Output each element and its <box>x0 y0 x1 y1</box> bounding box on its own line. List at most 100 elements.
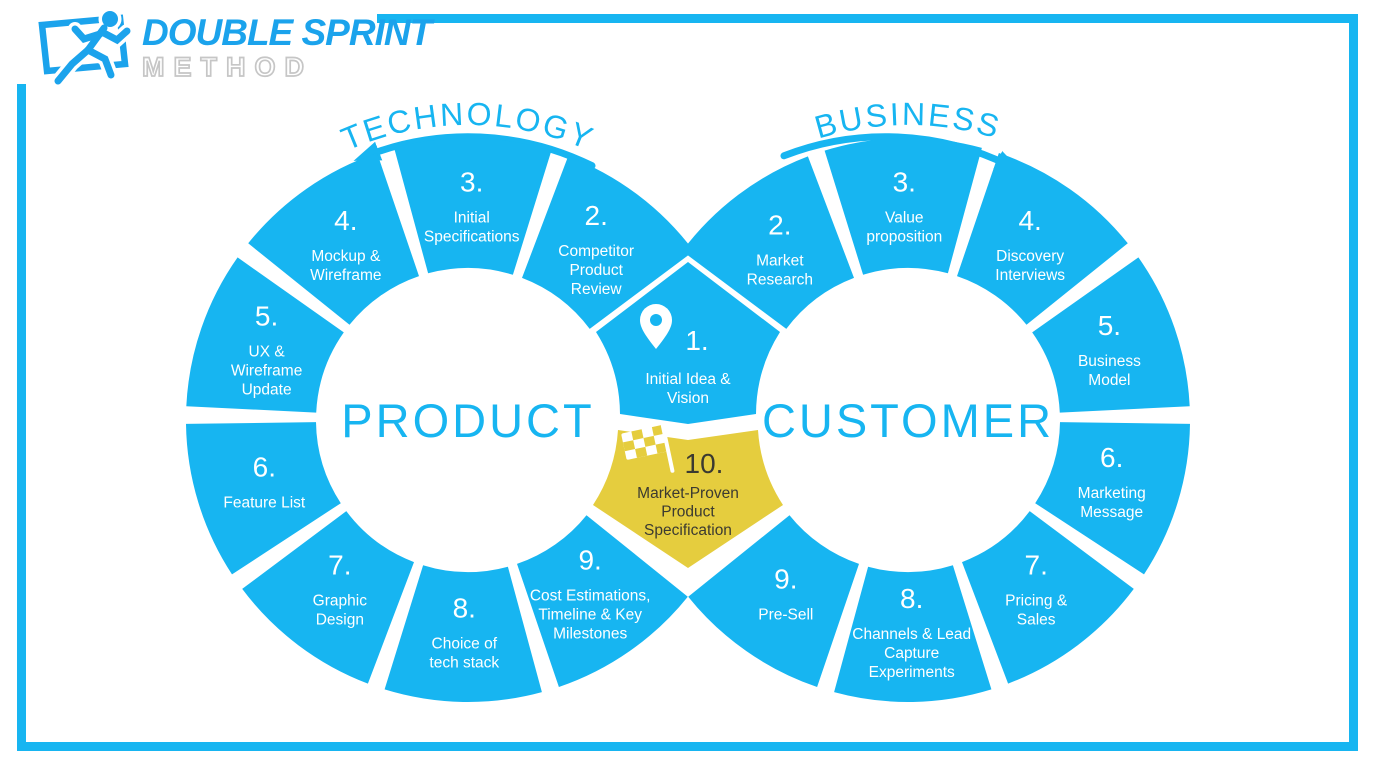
customer-loop-segment-5-number: 5. <box>1098 310 1121 341</box>
center-segment-1-label-line: Initial Idea & <box>645 371 731 388</box>
logo-title: DOUBLE SPRINT <box>142 12 432 53</box>
center-segment-10-label-line: Market-Proven <box>637 485 739 502</box>
runner-icon <box>51 7 134 88</box>
center-segment-10 <box>593 430 783 568</box>
customer-loop-segment-2-label-line: Market <box>756 252 804 269</box>
screen-icon <box>38 14 129 75</box>
product-loop-segment-2-label-line: Competitor <box>558 243 634 260</box>
map-pin-icon <box>640 304 672 349</box>
flag-pole <box>660 423 675 473</box>
product-loop-segment-3 <box>394 138 552 275</box>
frame-border-top <box>377 14 1358 23</box>
customer-loop-segment-4 <box>957 153 1128 325</box>
product-loop-segment-2-number: 2. <box>585 200 608 231</box>
flag-check <box>631 429 644 441</box>
product-loop-segment-6-label-line: Feature List <box>223 494 306 511</box>
customer-loop-segment-7 <box>962 511 1134 684</box>
product-loop-segment-3-number: 3. <box>460 167 483 198</box>
product-loop-segment-4-label-line: Mockup & <box>311 248 381 265</box>
customer-loop-segment-8 <box>834 565 992 702</box>
product-loop-segment-7-label-line: Design <box>316 612 364 629</box>
customer-loop-segment-3-label-line: Value <box>885 210 924 227</box>
customer-loop-segment-6 <box>1035 422 1190 575</box>
customer-loop-segment-7-label-line: Pricing & <box>1005 593 1068 610</box>
flag-check <box>655 442 668 454</box>
product-loop-segment-7 <box>242 511 414 684</box>
center-segment-1-number: 1. <box>685 325 708 356</box>
product-loop-segment-8-number: 8. <box>453 592 476 623</box>
product-loop-segment-2-label-line: Product <box>569 262 623 279</box>
logo-text: DOUBLE SPRINT METHOD <box>141 4 432 82</box>
product-loop-segment-5-label-line: Wireframe <box>231 363 302 380</box>
customer-loop-segment-8-label-line: Experiments <box>869 664 955 681</box>
customer-loop-segment-3-number: 3. <box>893 167 916 198</box>
clockwise-arrow-icon <box>780 133 1022 172</box>
customer-loop-segment-6-label-line: Marketing <box>1078 485 1146 502</box>
logo-subtitle: METHOD <box>141 52 313 82</box>
product-loop-segment-5 <box>186 257 344 413</box>
customer-loop-segment-9 <box>688 515 859 687</box>
customer-center-label: CUSTOMER <box>762 394 1054 447</box>
center-segment-1-label-line: Vision <box>667 390 709 407</box>
product-loop-segment-6-number: 6. <box>253 451 276 482</box>
customer-loop-segment-5 <box>1032 257 1190 413</box>
product-loop-segment-5-label-line: UX & <box>249 344 286 361</box>
product-center-label: PRODUCT <box>341 394 594 447</box>
center-segment-10-label-line: Specification <box>644 522 732 539</box>
product-loop-segment-9-label-line: Cost Estimations, <box>530 587 651 604</box>
product-loop-segment-6 <box>186 422 341 575</box>
customer-loop-segment-4-label-line: Discovery <box>996 248 1064 265</box>
flag-check <box>622 440 636 452</box>
customer-loop-segment-5-label-line: Business <box>1078 353 1141 370</box>
customer-loop-segment-4-number: 4. <box>1018 205 1041 236</box>
flag-check <box>651 424 665 436</box>
product-loop-segment-4-label-line: Wireframe <box>310 267 381 284</box>
product-loop-segment-4-number: 4. <box>334 205 357 236</box>
customer-loop-segment-3-label-line: proposition <box>866 229 942 246</box>
product-loop-segment-8 <box>384 565 542 702</box>
product-loop-segment-9-number: 9. <box>578 544 601 575</box>
flag-check <box>635 446 648 458</box>
product-loop-segment-5-label-line: Update <box>242 382 292 399</box>
product-loop-segment-9 <box>517 515 688 687</box>
product-loop-segment-9-label-line: Timeline & Key <box>538 606 642 623</box>
flag-check <box>643 435 656 447</box>
customer-loop-segment-8-label-line: Channels & Lead <box>852 626 971 643</box>
center-segments: 1. Initial Idea & Vision 10. Market-ProvenPr… <box>593 262 783 568</box>
customer-loop-segment-7-label-line: Sales <box>1017 612 1056 629</box>
map-pin-hole <box>650 314 662 326</box>
product-loop-segment-3-label-line: Initial <box>454 210 490 227</box>
product-loop-segment-5-number: 5. <box>255 301 278 332</box>
customer-loop-segment-4-label-line: Interviews <box>995 267 1065 284</box>
customer-loop-segment-9-number: 9. <box>774 563 797 594</box>
checkered-flag-icon <box>621 423 675 473</box>
product-loop-segment-7-number: 7. <box>328 550 351 581</box>
counterclockwise-arrow-icon <box>353 133 596 170</box>
frame-border-left <box>17 84 26 751</box>
product-loop-segment-4 <box>248 153 419 325</box>
product-loop-segment-9-label-line: Milestones <box>553 625 627 642</box>
customer-loop-segment-2 <box>682 156 854 329</box>
logo: DOUBLE SPRINT METHOD <box>14 4 432 96</box>
customer-loop-segment-3 <box>824 138 982 275</box>
center-segment-10-number: 10. <box>685 448 724 479</box>
customer-loop-segment-6-number: 6. <box>1100 442 1123 473</box>
product-loop-segment-7-label-line: Graphic <box>313 593 368 610</box>
product-loop-segment-2-label-line: Review <box>571 281 623 298</box>
frame-border-right <box>1349 14 1358 751</box>
customer-loop-segment-2-label-line: Research <box>747 271 813 288</box>
customer-loop-segment-8-label-line: Capture <box>884 645 939 662</box>
frame-border-bottom <box>17 742 1358 751</box>
customer-loop-segment-2-number: 2. <box>768 209 791 240</box>
customer-loop-segment-6-label-line: Message <box>1080 504 1143 521</box>
customer-loop-segment-8-number: 8. <box>900 583 923 614</box>
product-loop-segment-2 <box>522 156 694 329</box>
product-loop-segment-3-label-line: Specifications <box>424 229 520 246</box>
map-pin-body <box>640 304 672 349</box>
product-loop-segment-8-label-line: Choice of <box>432 635 498 652</box>
center-segment-10-label-line: Product <box>661 504 715 521</box>
